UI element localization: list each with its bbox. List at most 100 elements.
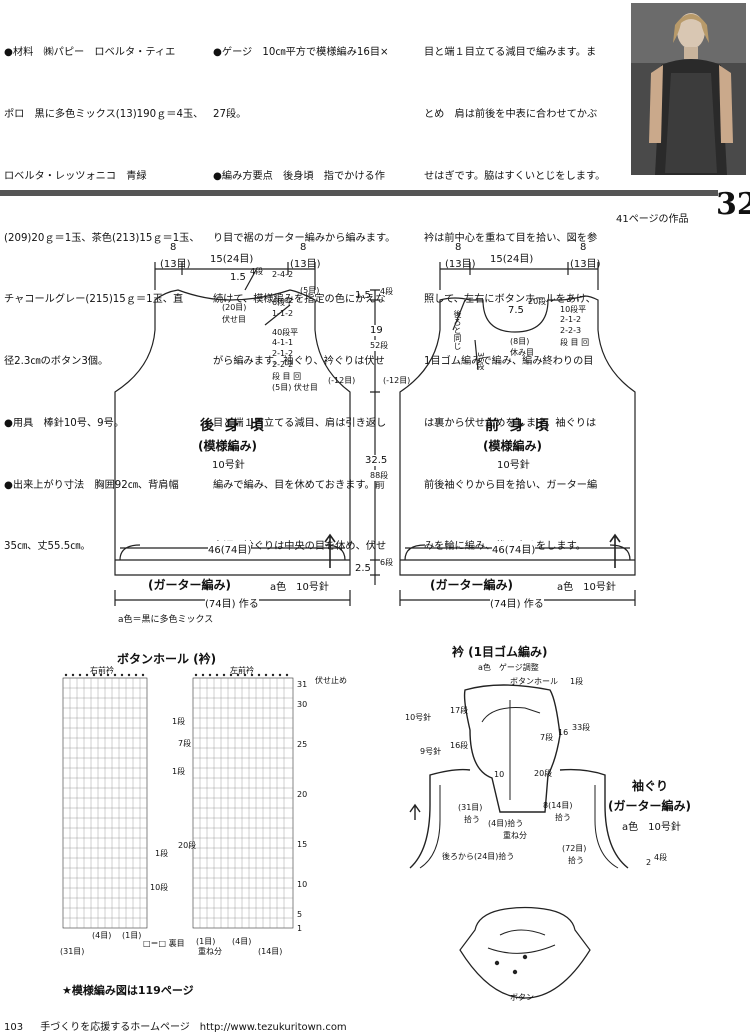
row-number: 15 [297,840,308,849]
text-line: 続けて、模様編みを指定の色にかえな [213,294,386,306]
text-line: 径2.3㎝のボタン3個。 [4,356,109,368]
back-shoulder-sts: (13目) [160,259,191,270]
method-column: ●ゲージ 10㎝平方で模様編み16目× 27段。 ●編み方要点 後身頃 指でかけ… [213,2,395,579]
button-label: ボタン [510,993,534,1002]
front-shoulder-sts-right: (13目) [570,259,601,270]
front-dec-line: 段 目 回 [560,338,590,347]
collar-outline [463,684,561,813]
bottom-count: (4目) [232,937,252,946]
text-line: せはぎです。脇はすくいとじをします。 [424,170,606,182]
dim-body: 32.5 [365,455,388,466]
front-dec-line: 2-1-2 [560,315,582,324]
back-cast-on: (74目) 作る [205,595,259,610]
text-line: 衿は前中心を重ねて目を拾い、図を参 [424,232,598,244]
collar-r1: 1段 [570,677,584,686]
page-number-large: 32 [716,187,750,222]
bottom-count: (14目) [258,947,283,956]
text-line: 照して、左右にボタンホールをあけ、 [424,294,596,306]
chart-mark: 1段 [155,849,169,858]
armhole-title: 袖ぐり [632,779,669,793]
rows-16b: 16 [558,728,569,737]
front-title: 前 身 頃 [485,418,552,434]
text-line: 1目ゴム編みで編み、編み終わりの目 [424,356,594,368]
back-center-bind: (20目) [222,303,247,312]
text-line: ロベルタ・レッツォニコ 青緑 [4,170,147,182]
pick-72: (72目) [562,844,587,853]
arm-dec-line: 40段平 [272,328,299,337]
dim-arm-rows: 52段 [370,340,389,351]
footer-site: 手づくりを応援するホームページ http://www.tezukuritown.… [40,1022,347,1033]
back-shoulder-turn: 1-1-2 [272,309,294,318]
footer-page: 103 [4,1022,24,1033]
collar-overlap: 重ね分 [503,831,527,840]
overlap-label: 重ね分 [198,947,222,956]
buttonhole-title: ボタンホール (衿) [117,652,217,666]
front-shoulder-sts: (13目) [445,259,476,270]
front-rows: 36段 [476,352,485,371]
row-number: 20 [297,790,308,799]
bind-off-label: 伏せ止め [315,676,347,685]
text-line: がら編みます。袖ぐり、衿ぐりは伏せ [213,356,385,368]
buttonhole-label: ボタンホール [510,677,558,686]
text-line: 目と端１目立てる減目で編みます。ま [424,47,597,59]
hem-rows: 4段 [654,853,668,862]
row-number: 1 [297,924,303,933]
text-line: ●出来上がり寸法 胸囲92㎝、背肩幅 [4,479,179,491]
needle-10: 10号針 [405,713,432,722]
section-bar [0,190,718,196]
front-neck-rows: 20段 [528,297,547,306]
back-garter-color: a色 10号針 [270,582,329,593]
back-shoulder-rows: 6段平 [272,298,294,307]
dim-arm: 19 [370,325,383,336]
back-shoulder-dim-right: 8 [300,242,307,253]
back-arm-side: (-12目) [328,376,356,385]
color-note: a色＝黒に多色ミックス [118,615,214,625]
text-line: ポロ 黒に多色ミックス(13)190ｇ＝4玉、 [4,108,204,120]
back-neck-height: 1.5 [230,272,246,283]
front-needle: 10号針 [497,460,530,471]
dim-hem: 2.5 [355,563,371,574]
front-hold: (8目) [510,337,530,346]
chart-mark: 10段 [150,883,169,892]
arm-dec-line: 4-1-1 [272,338,294,347]
text-line: 編みで編み、目を休めておきます。前 [213,479,385,491]
pick-31: (31目) [458,803,483,812]
text-line: (209)20ｇ＝1玉、茶色(213)15ｇ＝1玉、 [4,232,200,244]
needle-9: 9号針 [420,747,442,756]
materials-column: ●材料 ㈱パピー ロベルタ・ティエ ポロ 黒に多色ミックス(13)190ｇ＝4玉… [4,2,203,579]
back-neck-width: 15(24目) [210,254,254,265]
purl-legend: □＝□ 裏目 [143,939,185,948]
front-garter-color: a色 10号針 [557,582,616,593]
bottom-count: (1目) [122,931,142,940]
dim-top-rows: 4段 [380,287,394,296]
text-line: ●ゲージ 10㎝平方で模様編み16目× [213,47,389,59]
front-dec-line: 2-2-3 [560,326,582,335]
armhole-color: a色 10号針 [622,822,681,833]
rows-17: 17段 [450,706,469,715]
back-pick: 後ろから(24目)拾う [442,852,515,861]
row-number: 30 [297,700,308,709]
pick-8: 8(14目) [543,801,573,810]
text-line: り目で裾のガーター編みから編みます。 [213,232,396,244]
front-cast-on: (74目) 作る [490,595,544,610]
right-front-collar: 右前衿 [90,666,114,675]
collar-title: 衿 (1目ゴム編み) [452,645,548,659]
front-subtitle: (模様編み) [483,439,542,453]
left-front-collar: 左前衿 [230,666,254,675]
hem-2: 2 [646,858,652,867]
back-center-bind-label: 伏せ目 [222,315,246,324]
chart-mark: 1段 [172,717,186,726]
rows-20: 20段 [534,769,553,778]
collar-color: a色 ゲージ調整 [478,663,539,672]
back-needle: 10号針 [212,460,245,471]
footer: 103 手づくりを応援するホームページ http://www.tezukurit… [4,1018,347,1033]
dim-hem-rows: 6段 [380,558,394,567]
back-neck-rows: 4段 [250,267,264,276]
rows-16: 16段 [450,741,469,750]
dim-top: 1.5 [355,290,371,301]
front-dec-line: 10段平 [560,305,587,314]
arm-dec-line: 2-1-2 [272,349,294,358]
text-line: 35㎝、丈55.5㎝。 [4,541,91,553]
text-line: ●材料 ㈱パピー ロベルタ・ティエ [4,47,176,59]
row-number: 31 [297,680,308,689]
